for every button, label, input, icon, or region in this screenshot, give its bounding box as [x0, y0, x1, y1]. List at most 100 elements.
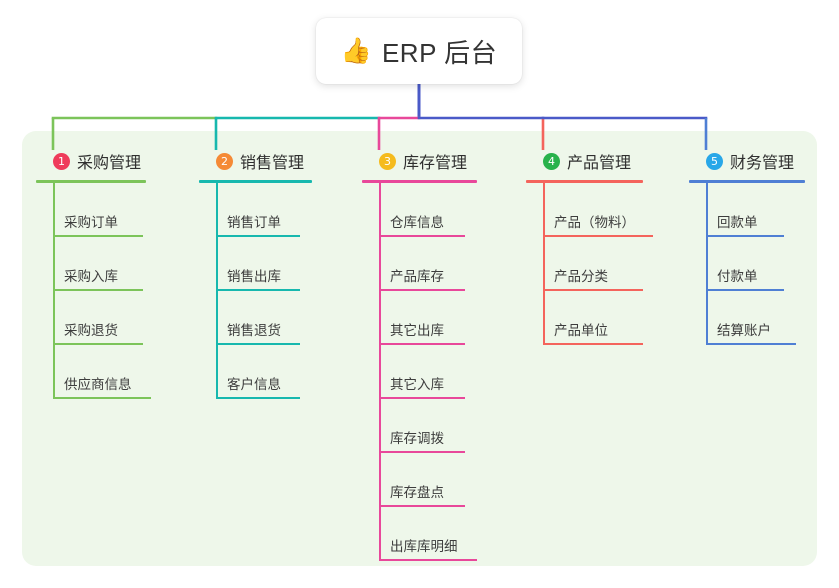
list-item-underline — [53, 397, 151, 399]
list-item-underline — [379, 289, 465, 291]
list-item-underline — [543, 235, 653, 237]
list-item[interactable]: 库存调拨 — [362, 399, 477, 453]
list-item-label: 结算账户 — [717, 323, 771, 338]
list-item-underline — [379, 559, 477, 561]
list-item-label: 产品库存 — [390, 269, 444, 284]
column-库存管理: 3 库存管理仓库信息产品库存其它出库其它入库库存调拨库存盘点出库库明细 — [362, 148, 477, 561]
column-item-list: 销售订单销售出库销售退货客户信息 — [199, 183, 312, 399]
list-item[interactable]: 仓库信息 — [362, 183, 477, 237]
list-item[interactable]: 销售退货 — [199, 291, 312, 345]
list-item[interactable]: 产品分类 — [526, 237, 643, 291]
list-item-underline — [379, 343, 465, 345]
list-item-label: 库存调拨 — [390, 431, 444, 446]
list-item-underline — [379, 451, 465, 453]
list-item-underline — [216, 343, 300, 345]
list-item[interactable]: 产品（物料） — [526, 183, 653, 237]
list-item-underline — [543, 343, 643, 345]
list-item-label: 销售订单 — [227, 215, 281, 230]
column-采购管理: 1 采购管理采购订单采购入库采购退货供应商信息 — [36, 148, 151, 399]
list-item-underline — [706, 235, 784, 237]
column-header-产品管理[interactable]: 4 产品管理 — [526, 148, 643, 174]
column-header-财务管理[interactable]: 5 财务管理 — [689, 148, 805, 174]
column-number-badge: 2 — [216, 152, 233, 170]
column-title-label: 财务管理 — [730, 155, 795, 172]
list-item-label: 其它出库 — [390, 323, 444, 338]
root-node-title: ERP 后台 — [381, 37, 498, 68]
column-number-badge: 4 — [543, 152, 560, 170]
column-number-badge: 1 — [53, 152, 70, 170]
list-item-label: 出库库明细 — [390, 539, 458, 554]
list-item-label: 采购退货 — [64, 323, 118, 338]
list-item-label: 客户信息 — [227, 377, 281, 392]
column-header-库存管理[interactable]: 3 库存管理 — [362, 148, 477, 174]
list-item[interactable]: 销售出库 — [199, 237, 312, 291]
root-node-erp-backend[interactable]: 👍 ERP 后台 — [316, 18, 522, 84]
list-item[interactable]: 产品库存 — [362, 237, 477, 291]
column-spine — [53, 183, 55, 399]
diagram-panel — [22, 131, 817, 566]
column-header-采购管理[interactable]: 1 采购管理 — [36, 148, 146, 174]
column-spine — [543, 183, 545, 345]
list-item-label: 产品（物料） — [554, 215, 635, 230]
list-item[interactable]: 结算账户 — [689, 291, 805, 345]
column-产品管理: 4 产品管理产品（物料） 产品分类产品单位 — [526, 148, 653, 345]
list-item[interactable]: 回款单 — [689, 183, 805, 237]
column-title-label: 采购管理 — [77, 155, 142, 172]
list-item-underline — [379, 505, 465, 507]
column-item-list: 采购订单采购入库采购退货供应商信息 — [36, 183, 151, 399]
list-item-underline — [53, 289, 143, 291]
list-item[interactable]: 付款单 — [689, 237, 805, 291]
column-title-label: 产品管理 — [567, 155, 632, 172]
list-item-underline — [543, 289, 643, 291]
list-item-label: 产品单位 — [554, 323, 608, 338]
list-item[interactable]: 采购订单 — [36, 183, 146, 237]
list-item-label: 付款单 — [717, 269, 758, 284]
list-item-label: 产品分类 — [554, 269, 608, 284]
list-item-label: 仓库信息 — [390, 215, 444, 230]
list-item-underline — [216, 397, 300, 399]
list-item[interactable]: 出库库明细 — [362, 507, 477, 561]
column-underline — [526, 180, 643, 183]
column-财务管理: 5 财务管理回款单付款单结算账户 — [689, 148, 805, 345]
column-spine — [216, 183, 218, 399]
list-item-underline — [53, 235, 143, 237]
list-item-underline — [706, 289, 784, 291]
list-item-underline — [706, 343, 796, 345]
column-number-badge: 3 — [379, 152, 396, 170]
list-item-label: 销售退货 — [227, 323, 281, 338]
list-item[interactable]: 其它入库 — [362, 345, 477, 399]
thumbs-up-emoji: 👍 — [340, 36, 372, 65]
column-title-label: 销售管理 — [240, 155, 305, 172]
column-item-list: 回款单付款单结算账户 — [689, 183, 805, 345]
list-item-underline — [216, 289, 300, 291]
list-item[interactable]: 库存盘点 — [362, 453, 477, 507]
column-spine — [379, 183, 381, 561]
list-item-label: 回款单 — [717, 215, 758, 230]
list-item[interactable]: 采购退货 — [36, 291, 146, 345]
column-销售管理: 2 销售管理销售订单销售出库销售退货客户信息 — [199, 148, 312, 399]
list-item-label: 其它入库 — [390, 377, 444, 392]
list-item[interactable]: 销售订单 — [199, 183, 312, 237]
column-underline — [689, 180, 805, 183]
list-item-label: 采购入库 — [64, 269, 118, 284]
list-item-underline — [379, 235, 465, 237]
list-item-underline — [379, 397, 465, 399]
list-item-label: 采购订单 — [64, 215, 118, 230]
column-underline — [199, 180, 312, 183]
list-item[interactable]: 供应商信息 — [36, 345, 151, 399]
column-header-销售管理[interactable]: 2 销售管理 — [199, 148, 312, 174]
list-item[interactable]: 客户信息 — [199, 345, 312, 399]
column-underline — [36, 180, 146, 183]
list-item[interactable]: 采购入库 — [36, 237, 146, 291]
list-item[interactable]: 产品单位 — [526, 291, 643, 345]
list-item-underline — [53, 343, 143, 345]
list-item[interactable]: 其它出库 — [362, 291, 477, 345]
list-item-label: 库存盘点 — [390, 485, 444, 500]
list-item-underline — [216, 235, 300, 237]
column-title-label: 库存管理 — [403, 155, 468, 172]
list-item-label: 销售出库 — [227, 269, 281, 284]
column-number-badge: 5 — [706, 152, 723, 170]
column-underline — [362, 180, 477, 183]
column-item-list: 仓库信息产品库存其它出库其它入库库存调拨库存盘点出库库明细 — [362, 183, 477, 561]
column-item-list: 产品（物料） 产品分类产品单位 — [526, 183, 653, 345]
